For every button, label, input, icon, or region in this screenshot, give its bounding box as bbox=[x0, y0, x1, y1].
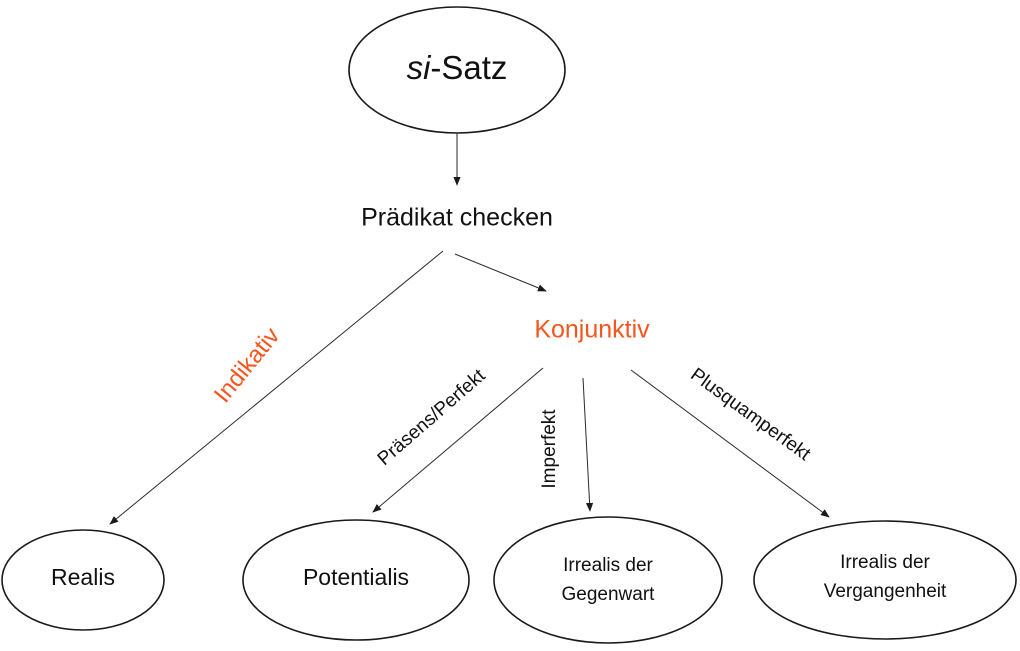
edge-konjunktiv-to-irrealis-gegenwart bbox=[582, 377, 594, 512]
step-label: Prädikat checken bbox=[361, 204, 553, 232]
edge-label-imperfekt: Imperfekt bbox=[539, 409, 560, 489]
edge-step-to-konjunktiv bbox=[454, 253, 547, 292]
leaf-node-irrealis-vergangenheit: Irrealis der Vergangenheit bbox=[753, 520, 1017, 640]
konjunktiv-label: Konjunktiv bbox=[534, 316, 650, 344]
edge-label-praesens-perfekt: Präsens/Perfekt bbox=[374, 365, 490, 470]
root-node-label-italic: si bbox=[407, 49, 433, 86]
leaf-node-realis-label: Realis bbox=[51, 564, 115, 590]
root-node: si-Satz bbox=[348, 6, 566, 134]
edge-konjunktiv-to-irrealis-vergangenheit bbox=[630, 369, 830, 518]
leaf-node-irrealis-vergangenheit-ellipse bbox=[753, 520, 1017, 640]
leaf-node-irrealis-vergangenheit-label-line1: Irrealis der bbox=[840, 552, 930, 573]
edge-konjunktiv-to-potentialis bbox=[372, 367, 544, 513]
root-node-label: si-Satz bbox=[407, 49, 508, 86]
edge-label-plusquamperfekt: Plusquamperfekt bbox=[686, 364, 814, 465]
leaf-node-irrealis-gegenwart-ellipse bbox=[493, 516, 723, 644]
leaf-node-realis-ellipse bbox=[1, 529, 165, 631]
leaf-node-realis: Realis bbox=[1, 529, 165, 631]
leaf-node-irrealis-gegenwart-label-line1: Irrealis der bbox=[563, 555, 653, 576]
leaf-node-potentialis: Potentialis bbox=[242, 519, 470, 641]
leaf-node-irrealis-gegenwart-label-line2: Gegenwart bbox=[562, 584, 656, 605]
leaf-node-potentialis-ellipse bbox=[242, 519, 470, 641]
indikativ-label: Indikativ bbox=[209, 323, 285, 408]
leaf-node-potentialis-label: Potentialis bbox=[303, 564, 409, 590]
edge-step-to-realis bbox=[109, 250, 444, 525]
leaf-node-irrealis-vergangenheit-label-line2: Vergangenheit bbox=[824, 581, 947, 602]
leaf-node-irrealis-gegenwart: Irrealis der Gegenwart bbox=[493, 516, 723, 644]
root-node-label-rest: -Satz bbox=[430, 49, 507, 86]
